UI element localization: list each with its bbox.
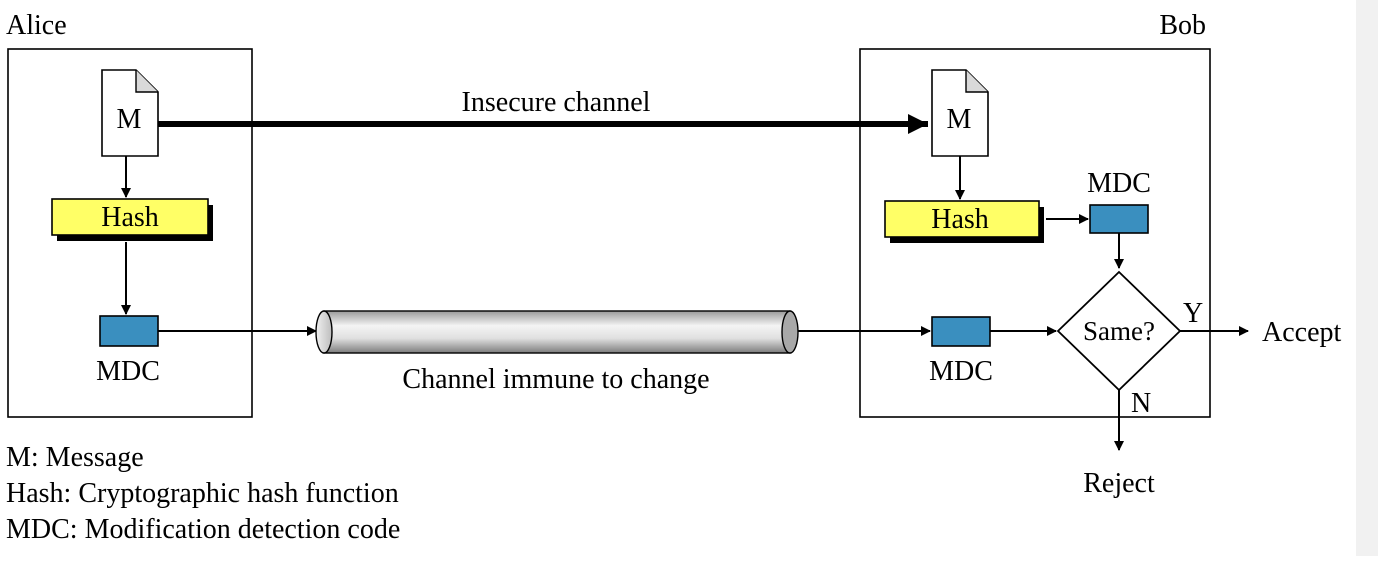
immune-channel-label: Channel immune to change xyxy=(402,364,709,395)
alice-hash-fill xyxy=(51,198,209,236)
right-margin-strip xyxy=(1356,0,1378,556)
bob-received-mdc-block xyxy=(931,316,991,347)
legend-item-message: M: Message xyxy=(6,442,144,473)
bob-computed-mdc-block xyxy=(1089,204,1149,234)
immune-channel-pipe xyxy=(315,310,799,354)
accept-label: Accept xyxy=(1262,317,1342,348)
alice-message-label: M xyxy=(117,104,142,135)
alice-box xyxy=(7,48,253,418)
alice-message-document: M xyxy=(101,69,159,157)
bob-hash-fill xyxy=(884,200,1040,238)
bob-label: Bob xyxy=(1159,10,1206,41)
no-label: N xyxy=(1131,388,1151,419)
alice-hash-block: Hash xyxy=(51,198,213,241)
alice-hash-label: Hash xyxy=(101,202,159,233)
legend: M: Message Hash: Cryptographic hash func… xyxy=(6,442,400,545)
bob-hash-block: Hash xyxy=(884,200,1044,243)
bob-hash-label: Hash xyxy=(931,204,989,235)
alice-label: Alice xyxy=(6,10,67,41)
bob-box xyxy=(859,48,1211,418)
alice-mdc-block xyxy=(99,315,159,347)
insecure-channel-label: Insecure channel xyxy=(462,87,651,118)
yes-label: Y xyxy=(1183,298,1203,329)
compare-label: Same? xyxy=(1083,316,1155,346)
bob-message-label: M xyxy=(947,104,972,135)
alice-mdc-label: MDC xyxy=(96,356,160,387)
bob-message-document: M xyxy=(931,69,989,157)
legend-item-hash: Hash: Cryptographic hash function xyxy=(6,478,399,509)
bob-received-mdc-label: MDC xyxy=(929,356,993,387)
bob-computed-mdc-label: MDC xyxy=(1087,168,1151,199)
reject-label: Reject xyxy=(1083,468,1155,499)
legend-item-mdc: MDC: Modification detection code xyxy=(6,514,400,545)
